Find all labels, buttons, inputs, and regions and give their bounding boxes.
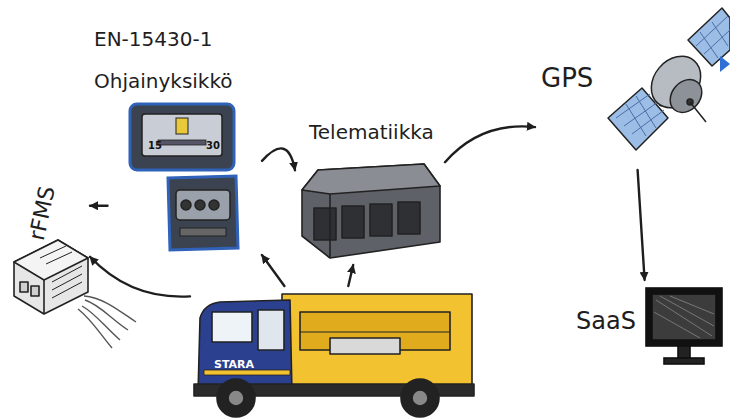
rfms-node: rFMS — [5, 165, 90, 315]
flow-arrow — [262, 255, 285, 286]
flow-arrow — [348, 265, 353, 286]
flow-arrow — [445, 126, 535, 162]
flow-arrow — [90, 205, 108, 207]
control-units — [130, 104, 238, 250]
gps-node: GPS — [535, 8, 730, 170]
node-label: EN-15430-1 Ohjainyksikkö — [94, 18, 260, 102]
display-number: 15 — [148, 140, 162, 151]
gps-satellite — [608, 8, 730, 150]
control-unit-node: EN-15430-1 Ohjainyksikkö — [90, 18, 262, 255]
node-label: SaaS — [576, 306, 646, 336]
flow-arrow — [90, 257, 190, 297]
display-number: 30 — [206, 140, 220, 151]
corner-marker — [720, 56, 730, 72]
telematics-box — [302, 164, 440, 258]
node-label: STARA — [214, 358, 284, 372]
node-label: GPS — [541, 62, 611, 95]
flow-arrow — [262, 148, 295, 170]
telematics-node: Telematiikka — [295, 118, 445, 265]
truck-node: STARA — [190, 286, 476, 420]
saas-node: SaaS — [570, 280, 725, 372]
rfms-connector — [14, 240, 136, 348]
flow-arrow — [638, 170, 645, 280]
node-label: rFMS — [23, 159, 67, 243]
saas-monitor — [646, 288, 722, 364]
node-label: Telematiikka — [309, 120, 445, 145]
truck — [194, 294, 474, 417]
